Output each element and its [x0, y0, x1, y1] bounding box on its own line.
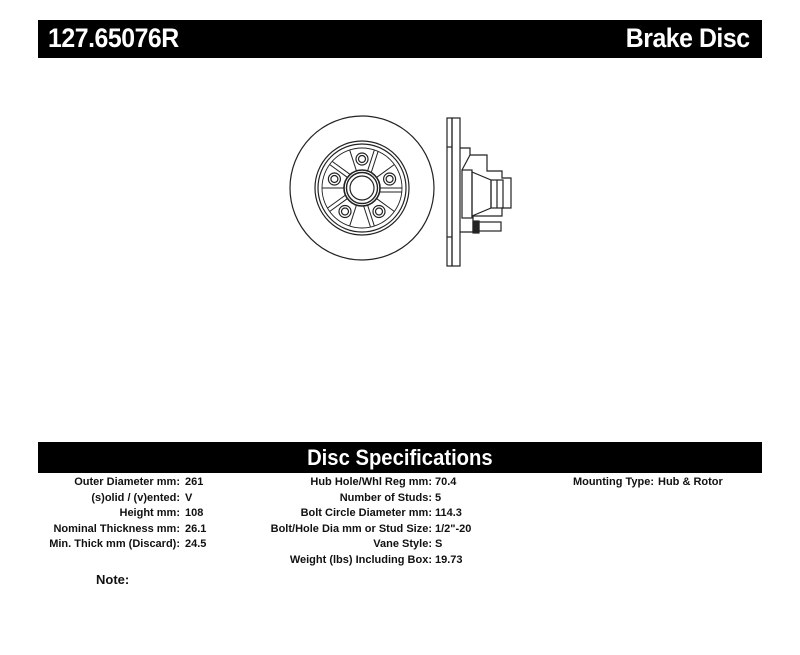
spec-value: 1/2"-20: [435, 522, 472, 535]
spec-value: Hub & Rotor: [658, 476, 723, 488]
spec-row-bolt-circle: Bolt Circle Diameter mm:114.3: [250, 506, 510, 522]
spec-label: Mounting Type:: [572, 476, 654, 488]
title-bar: 127.65076R Brake Disc: [38, 20, 762, 58]
disc-front-view-icon: [289, 115, 435, 261]
spec-column-2: Hub Hole/Whl Reg mm:70.4 Number of Studs…: [250, 475, 510, 569]
spec-header-bar: Disc Specifications: [38, 442, 762, 473]
spec-row-height: Height mm: 108: [0, 506, 204, 522]
spec-row-number-of-studs: Number of Studs:5: [250, 491, 510, 507]
spec-value: S: [435, 538, 443, 551]
spec-label: Nominal Thickness mm:: [53, 522, 180, 535]
spec-label: Bolt/Hole Dia mm or Stud Size:: [270, 522, 432, 535]
spec-column-1: Outer Diameter mm: 261 (s)olid / (v)ented…: [0, 475, 206, 553]
spec-row-solid-vented: (s)olid / (v)ented: V: [0, 491, 192, 507]
spec-label: Min. Thick mm (Discard):: [49, 538, 180, 551]
brake-disc-drawing: [289, 115, 512, 267]
note-label: Note:: [96, 572, 130, 587]
spec-value: V: [185, 491, 193, 504]
product-type: Brake Disc: [626, 23, 750, 53]
spec-label: (s)olid / (v)ented:: [91, 491, 180, 504]
stud-holes: [327, 152, 397, 219]
spec-value: 114.3: [435, 507, 462, 520]
spec-row-min-thickness: Min. Thick mm (Discard): 24.5: [0, 537, 206, 553]
spec-value: 261: [185, 476, 204, 488]
spec-row-nominal-thickness: Nominal Thickness mm: 26.1: [0, 522, 206, 538]
spec-value: 5: [435, 491, 442, 504]
disc-side-view-icon: [446, 117, 512, 267]
spec-row-mounting-type: Mounting Type: Hub & Rotor: [560, 475, 780, 491]
spec-column-3: Mounting Type: Hub & Rotor: [560, 475, 780, 491]
spec-row-outer-diameter: Outer Diameter mm: 261: [0, 475, 203, 491]
spec-label: Outer Diameter mm:: [74, 476, 180, 488]
spec-value: 70.4: [435, 476, 457, 488]
spec-value: 24.5: [185, 538, 207, 551]
spec-value: 108: [185, 507, 204, 520]
spec-row-vane-style: Vane Style:S: [250, 537, 510, 553]
spec-row-hub-hole: Hub Hole/Whl Reg mm:70.4: [250, 475, 510, 491]
spec-label: Bolt Circle Diameter mm:: [300, 507, 432, 520]
spec-row-stud-size: Bolt/Hole Dia mm or Stud Size:1/2"-20: [250, 522, 510, 538]
spec-label: Hub Hole/Whl Reg mm:: [310, 476, 432, 488]
spec-label: Weight (lbs) Including Box:: [289, 553, 432, 566]
spec-row-weight: Weight (lbs) Including Box:19.73: [250, 553, 510, 569]
part-number: 127.65076R: [48, 23, 179, 53]
spec-value: 26.1: [185, 522, 207, 535]
spec-label: Vane Style:: [373, 538, 432, 551]
spec-label: Height mm:: [119, 507, 181, 520]
spec-value: 19.73: [435, 553, 463, 566]
spec-title: Disc Specifications: [307, 445, 493, 470]
spec-label: Number of Studs:: [339, 491, 432, 504]
